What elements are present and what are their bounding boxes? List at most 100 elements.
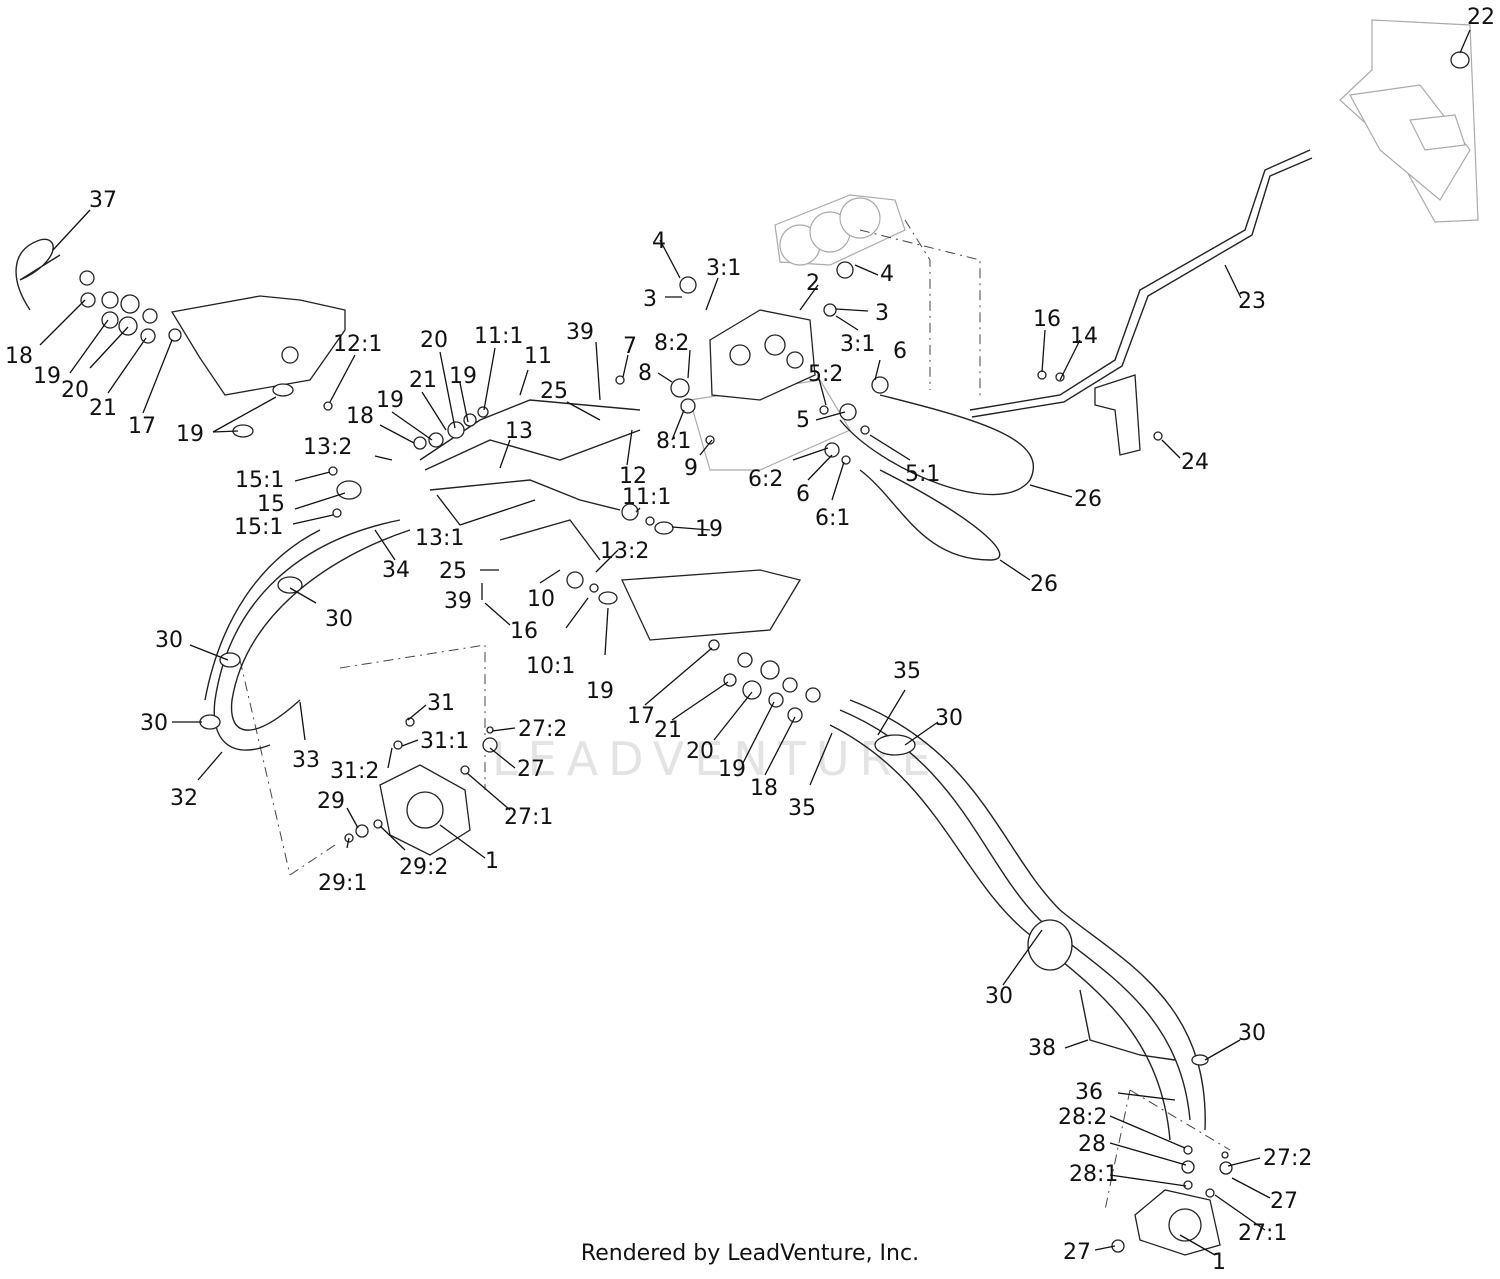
- callout-label: 21: [654, 718, 682, 743]
- callout-labels: 37 18 19 20 21 17 19 12:1 18 19 21 20 19…: [5, 5, 1495, 1275]
- right-clamp-bracket: [1094, 374, 1141, 456]
- callout-label: 4: [880, 262, 894, 287]
- callout-label: 28:1: [1069, 1162, 1118, 1187]
- callout-label: 19: [695, 517, 723, 542]
- callout-label: 21: [89, 396, 117, 421]
- callout-label: 11: [524, 344, 552, 369]
- callout-label: 30: [935, 706, 963, 731]
- callout-label: 2: [806, 271, 820, 296]
- callout-label: 25: [540, 379, 568, 404]
- callout-label: 30: [325, 607, 353, 632]
- hoses-11-12-13: [419, 399, 641, 561]
- callout-label: 7: [623, 334, 637, 359]
- callout-label: 13:2: [303, 435, 352, 460]
- callout-label: 28: [1078, 1132, 1106, 1157]
- callout-label: 26: [1074, 487, 1102, 512]
- callout-label: 5:1: [905, 462, 940, 487]
- callout-label: 20: [686, 739, 714, 764]
- control-valve-block: [709, 309, 816, 401]
- callout-label: 31:1: [420, 729, 469, 754]
- callout-label: 38: [1028, 1036, 1056, 1061]
- callout-label: 19: [586, 679, 614, 704]
- left-hydraulic-motor: [379, 764, 471, 856]
- callout-label: 18: [750, 776, 778, 801]
- callout-label: 20: [61, 378, 89, 403]
- wire-37: [15, 238, 61, 311]
- callout-label: 39: [444, 589, 472, 614]
- callout-label: 20: [420, 328, 448, 353]
- callout-label: 29:1: [318, 871, 367, 896]
- callout-label: 29: [317, 789, 345, 814]
- callout-label: 27: [517, 757, 545, 782]
- callout-label: 27:1: [504, 805, 553, 830]
- callout-label: 31:2: [330, 759, 379, 784]
- right-hydraulic-motor: [1134, 1189, 1221, 1256]
- valve-enclosure: [859, 219, 981, 400]
- hoses-32-33-34: [204, 519, 411, 751]
- callout-label: 19: [176, 422, 204, 447]
- callout-label: 6: [796, 482, 810, 507]
- callout-label: 11:1: [622, 485, 671, 510]
- callout-label: 27:2: [1263, 1146, 1312, 1171]
- callout-label: 3: [875, 301, 889, 326]
- callout-label: 6: [893, 339, 907, 364]
- callout-label: 36: [1075, 1080, 1103, 1105]
- callout-label: 23: [1238, 289, 1266, 314]
- callout-label: 25: [439, 559, 467, 584]
- callout-label: 13:2: [600, 539, 649, 564]
- callout-label: 6:1: [815, 506, 850, 531]
- right-frame-bracket: [1339, 19, 1479, 223]
- callout-label: 12:1: [333, 332, 382, 357]
- callout-label: 15:1: [235, 468, 284, 493]
- callout-label: 8:2: [654, 331, 689, 356]
- callout-label: 19: [718, 757, 746, 782]
- callout-label: 1: [485, 849, 499, 874]
- pump-stack-background: [774, 194, 906, 266]
- callout-label: 13: [505, 419, 533, 444]
- left-mount-plate: [170, 295, 346, 396]
- callout-label: 16: [510, 619, 538, 644]
- callout-label: 15: [257, 492, 285, 517]
- hose-26: [839, 394, 1035, 561]
- callout-label: 19: [376, 388, 404, 413]
- callout-label: 30: [985, 984, 1013, 1009]
- callout-label: 35: [788, 796, 816, 821]
- callout-label: 3:1: [706, 256, 741, 281]
- fittings: [79, 51, 1470, 1253]
- footer-credit: Rendered by LeadVenture, Inc.: [580, 1241, 920, 1266]
- callout-label: 9: [684, 456, 698, 481]
- callout-label: 27: [1063, 1240, 1091, 1265]
- callout-label: 10:1: [526, 654, 575, 679]
- callout-label: 37: [89, 188, 117, 213]
- callout-label: 11:1: [474, 324, 523, 349]
- callout-label: 26: [1030, 572, 1058, 597]
- leader-lines: [39, 29, 1471, 1256]
- callout-label: 30: [140, 711, 168, 736]
- callout-label: 6:2: [748, 467, 783, 492]
- callout-label: 8: [638, 361, 652, 386]
- callout-label: 10: [527, 587, 555, 612]
- callout-label: 4: [652, 229, 666, 254]
- callout-label: 30: [1238, 1021, 1266, 1046]
- callout-label: 33: [292, 748, 320, 773]
- callout-label: 1: [1212, 1250, 1226, 1275]
- callout-label: 19: [449, 364, 477, 389]
- callout-label: 32: [170, 786, 198, 811]
- tube-38: [1079, 989, 1176, 1061]
- callout-label: 18: [5, 344, 33, 369]
- callout-label: 30: [155, 628, 183, 653]
- callout-label: 39: [566, 320, 594, 345]
- callout-label: 22: [1467, 5, 1495, 30]
- callout-label: 5: [796, 408, 810, 433]
- callout-label: 19: [33, 364, 61, 389]
- callout-label: 8:1: [656, 429, 691, 454]
- callout-label: 27:1: [1238, 1221, 1287, 1246]
- hose-23: [969, 149, 1313, 418]
- callout-label: 18: [346, 404, 374, 429]
- callout-label: 34: [382, 558, 410, 583]
- hose-clamps: [199, 576, 1209, 1066]
- callout-label: 21: [409, 368, 437, 393]
- callout-label: 5:2: [808, 362, 843, 387]
- callout-label: 14: [1070, 324, 1098, 349]
